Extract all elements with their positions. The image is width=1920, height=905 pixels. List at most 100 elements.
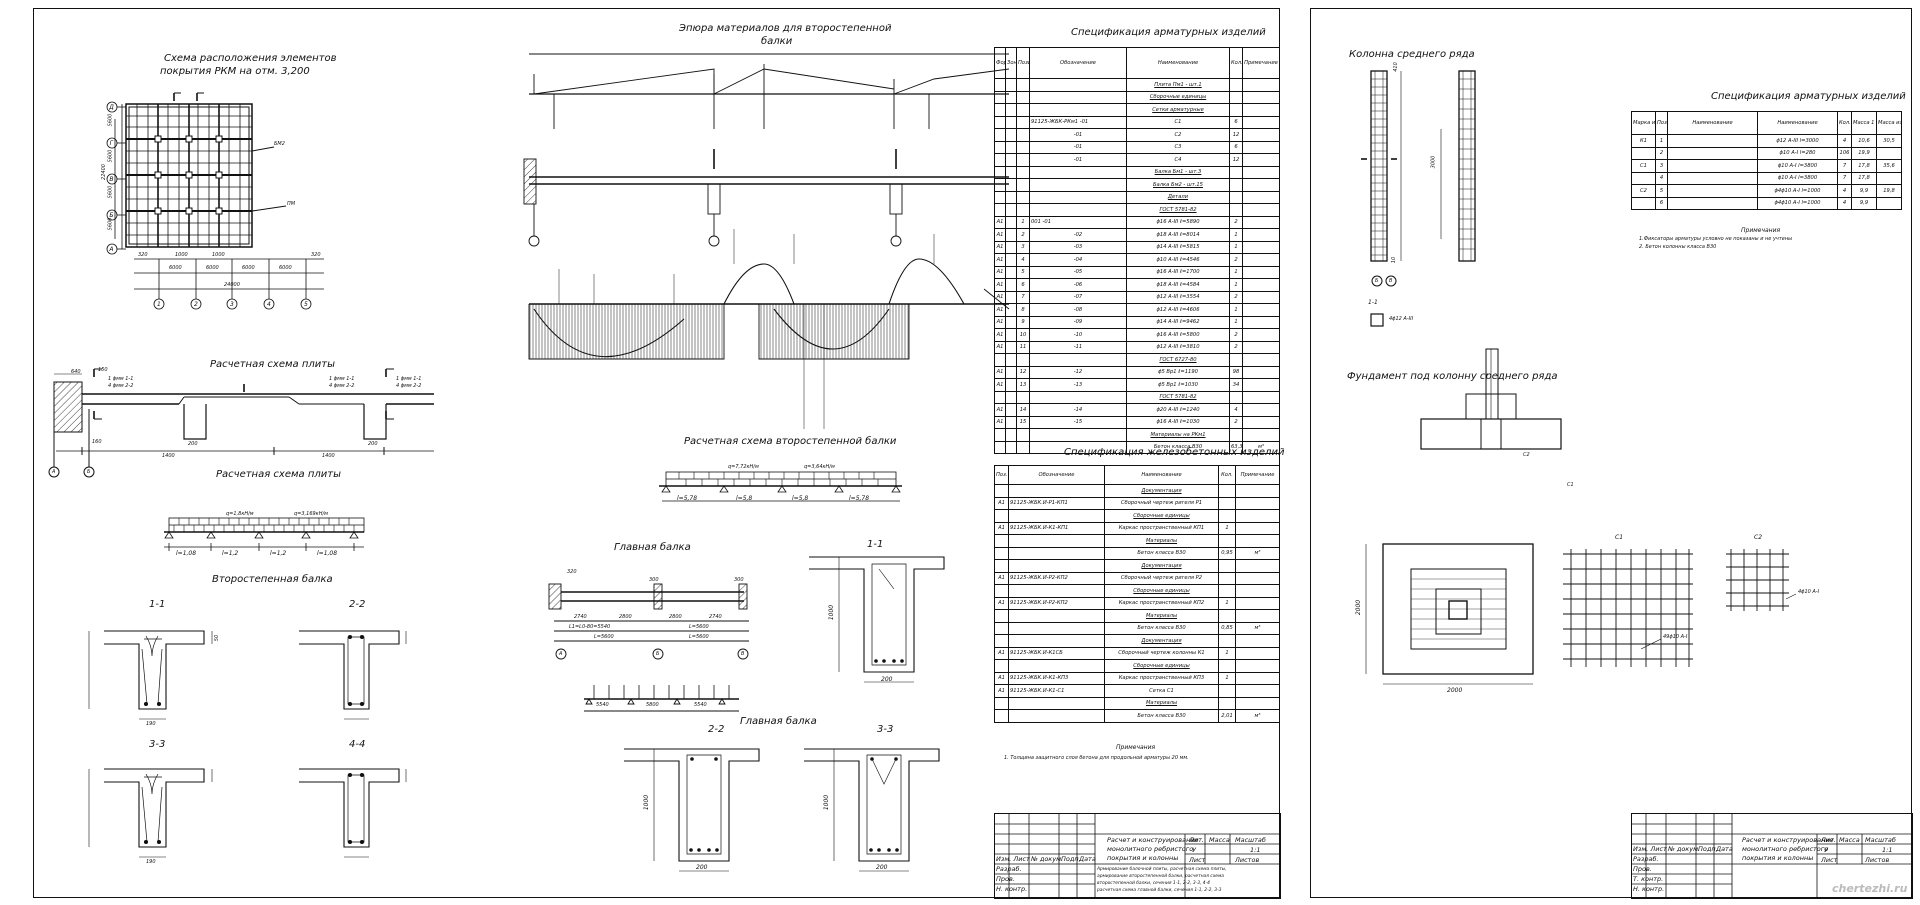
table-cell: 4 xyxy=(1837,134,1852,148)
table-cell: 3 xyxy=(1016,240,1030,254)
mb11-height: 1000 xyxy=(828,604,836,621)
table-cell: ϕ14 А-III ℓ=9462 xyxy=(1126,315,1230,329)
axis-col-1: 1 xyxy=(157,301,161,308)
layout-scheme-title-1: Схема расположения элементов xyxy=(164,53,337,64)
table-cell: -07 xyxy=(1029,290,1127,304)
table-cell: -01 xyxy=(1029,153,1127,167)
slab-bar-2: 4 ϕмм 2-2 xyxy=(108,383,134,389)
table-header-cell: Наименование xyxy=(1104,465,1219,485)
spec3-title: Спецификация арматурных изделий xyxy=(1711,91,1906,102)
materials-diagram xyxy=(523,53,1010,429)
secbeam-span-3: l=5,8 xyxy=(792,495,809,502)
table-cell xyxy=(1016,153,1030,167)
table-cell: Материалы xyxy=(1104,534,1219,548)
table-cell: 12 xyxy=(1016,365,1030,379)
secbeam-load-q2: q=3,64кН/м xyxy=(804,464,835,470)
mb-section-1-1: 1-1 xyxy=(867,539,884,550)
table-cell: ϕ12 А-III ℓ=4606 xyxy=(1126,303,1230,317)
table-cell: А1 xyxy=(994,521,1009,535)
slab-bar-2-right: 4 ϕмм 2-2 xyxy=(396,383,422,389)
table-cell: Документация xyxy=(1104,634,1219,648)
mb-dim-320: 320 xyxy=(567,569,577,575)
table-cell: ϕ18 А-III ℓ=8014 xyxy=(1126,228,1230,242)
table-cell xyxy=(994,90,1006,104)
table-cell xyxy=(1242,253,1280,267)
table-cell xyxy=(1005,103,1017,117)
table-cell: Сборочный чертеж колонны К1 xyxy=(1104,646,1219,660)
table-header-cell: Наименование xyxy=(1126,47,1230,79)
table-cell xyxy=(1242,278,1280,292)
table-cell: А1 xyxy=(994,240,1006,254)
column-10: 10 xyxy=(1391,256,1398,264)
table-cell xyxy=(1242,203,1280,217)
table-cell: Бетон класса В30 xyxy=(1104,621,1219,635)
table-cell xyxy=(994,353,1006,367)
table-row: ГОСТ 6727-80 xyxy=(994,353,1280,367)
table-cell: 7 xyxy=(1016,290,1030,304)
table-cell xyxy=(1235,559,1280,573)
table-cell: Балка Бм1 - шт.3 xyxy=(1126,165,1230,179)
secbeam-span-4: l=5,78 xyxy=(849,495,870,502)
table-cell: Документация xyxy=(1104,484,1219,498)
table-cell: 1 xyxy=(1218,671,1236,685)
table-cell xyxy=(1242,178,1280,192)
table-cell xyxy=(1005,90,1017,104)
table-cell: 1 xyxy=(1655,134,1668,148)
slab-span-4: l=1,08 xyxy=(317,550,338,557)
secbeam-load-q: q=7,72кН/м xyxy=(728,464,759,470)
table-cell xyxy=(1029,78,1127,92)
table-cell xyxy=(1218,534,1236,548)
table-cell: 91125-ЖБК.И-Р2-КП2 xyxy=(1008,571,1105,585)
table-cell xyxy=(1029,103,1127,117)
table-header-cell: Формат xyxy=(994,47,1006,79)
table-cell: А1 xyxy=(994,403,1006,417)
table-cell: 1 xyxy=(1229,278,1243,292)
table-cell xyxy=(1235,609,1280,623)
table-cell: 1 xyxy=(1229,303,1243,317)
table-cell: Сборочные единицы xyxy=(1126,90,1230,104)
table-cell xyxy=(1242,115,1280,129)
secbeam-span-1: l=5,78 xyxy=(677,495,698,502)
stamp2-sheet: Лист xyxy=(1821,856,1838,864)
table-cell xyxy=(994,103,1006,117)
table-header-cell: Масса изделия, кг xyxy=(1876,111,1902,135)
table-cell xyxy=(994,428,1006,442)
table-cell: 19,9 xyxy=(1851,146,1877,160)
table-cell xyxy=(1005,303,1017,317)
table-cell xyxy=(1008,484,1105,498)
stamp1-sheet: Лист xyxy=(1189,856,1206,864)
table-cell: 2 xyxy=(1229,415,1243,429)
stamp2-title-2: монолитного ребристого xyxy=(1742,845,1829,853)
table-cell: 2 xyxy=(1229,253,1243,267)
table-cell: 6 xyxy=(1655,196,1668,210)
table-cell xyxy=(994,140,1006,154)
slab-dim-150: 150 xyxy=(98,367,108,373)
stamp2-row-3: Пров. xyxy=(1633,865,1652,873)
table-cell: А1 xyxy=(994,646,1009,660)
table-cell: ГОСТ 6727-80 xyxy=(1126,353,1230,367)
stamp1-row-2: Разраб. xyxy=(996,865,1022,873)
table-cell: м³ xyxy=(1235,709,1280,723)
table-cell: 91125-ЖБК.И-Р1-КП1 xyxy=(1008,496,1105,510)
plan-total-x: 24000 xyxy=(224,282,240,288)
table-cell xyxy=(1218,559,1236,573)
table-cell xyxy=(1029,90,1127,104)
table-cell: Сетка С1 xyxy=(1104,684,1219,698)
table-cell xyxy=(994,78,1006,92)
column-410: 410 xyxy=(1392,62,1399,72)
slab-dim-160: 160 xyxy=(92,439,102,445)
table-cell: А1 xyxy=(994,415,1006,429)
table-cell xyxy=(1242,290,1280,304)
table-header-cell: Позиция xyxy=(1016,47,1030,79)
mb22-height: 1000 xyxy=(643,794,651,811)
table-cell xyxy=(1029,353,1127,367)
table-cell: 17,8 xyxy=(1851,159,1877,173)
table-cell: 0,95 xyxy=(1218,546,1236,560)
table-cell xyxy=(1008,659,1105,673)
stamp2-scale-val: 1:1 xyxy=(1882,846,1893,854)
stamp1-desc-2: армирование второстепенной балки, расчет… xyxy=(1097,874,1225,879)
table-cell xyxy=(1667,171,1758,185)
table-cell xyxy=(994,534,1009,548)
